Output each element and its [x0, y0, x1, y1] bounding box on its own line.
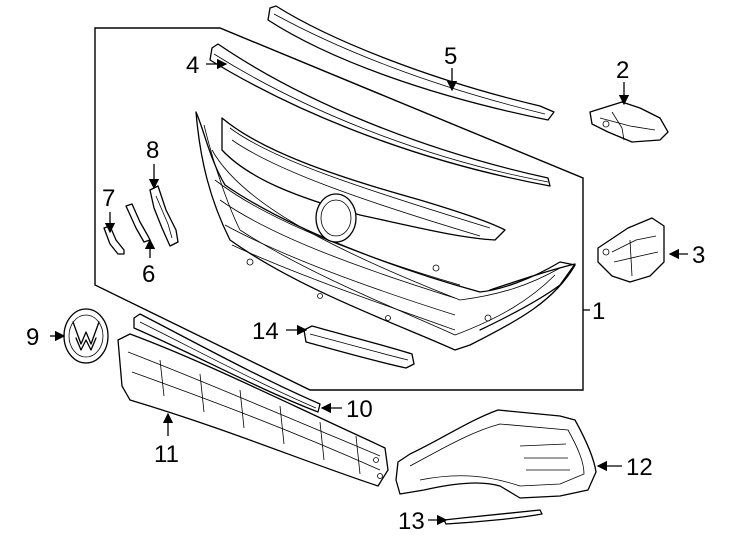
callout-2: 2 — [616, 57, 629, 84]
part-9-emblem — [63, 308, 109, 364]
part-12-fog-bezel — [395, 409, 597, 499]
part-13-chrome-strip — [443, 509, 543, 525]
part-11-lower-grille — [117, 333, 389, 487]
callout-12: 12 — [626, 454, 653, 481]
part-10-lower-molding — [133, 313, 321, 413]
callout-1: 1 — [592, 298, 605, 325]
part-14-grille-insert — [303, 325, 415, 369]
part-1-grille — [195, 111, 576, 351]
callout-6: 6 — [142, 261, 155, 288]
callout-14: 14 — [252, 318, 279, 345]
part-8-trim-piece — [149, 185, 179, 247]
part-3-mounting-bracket — [597, 217, 665, 283]
callout-5: 5 — [444, 43, 457, 70]
callout-9: 9 — [26, 324, 39, 351]
callout-10: 10 — [346, 396, 373, 423]
callout-8: 8 — [146, 137, 159, 164]
callout-13: 13 — [398, 508, 425, 535]
part-4-molding-strip — [209, 43, 551, 187]
part-6-trim-piece — [125, 203, 151, 243]
callout-11: 11 — [154, 441, 179, 468]
part-5-upper-molding — [267, 5, 555, 121]
part-7-trim-piece — [103, 225, 125, 255]
callout-7: 7 — [102, 185, 115, 212]
callout-3: 3 — [692, 242, 705, 269]
part-2-bracket — [589, 101, 669, 143]
assembly-frame — [94, 27, 584, 391]
callout-4: 4 — [186, 52, 199, 79]
